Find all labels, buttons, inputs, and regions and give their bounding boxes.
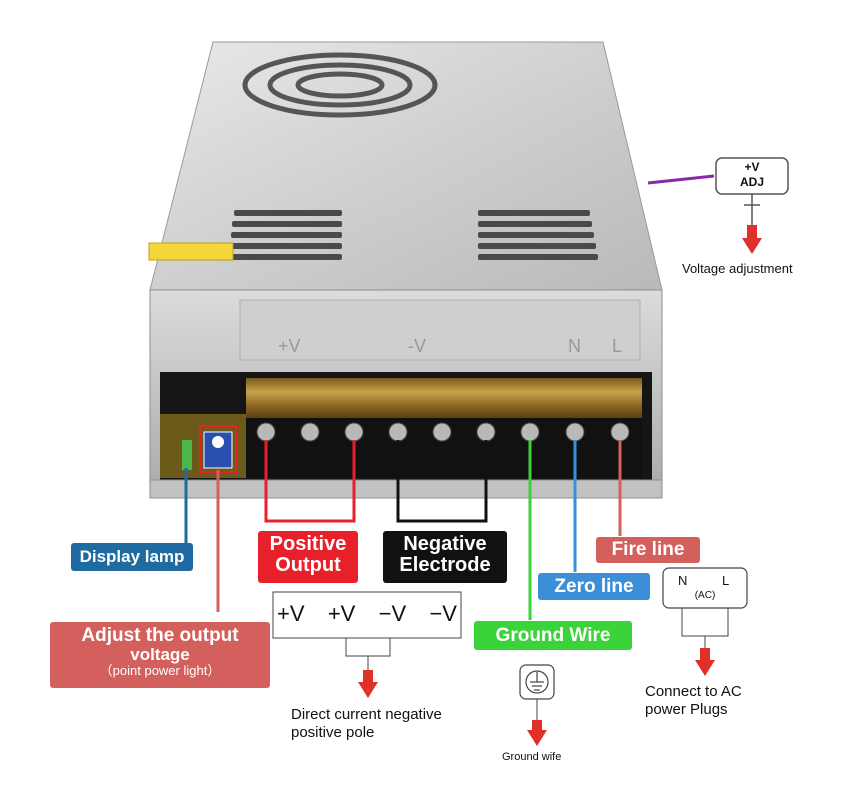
dc-terminal-2: +V <box>327 601 356 626</box>
ac-n: N <box>678 573 688 588</box>
ground-arrow <box>527 699 547 746</box>
adj-line1: +V <box>744 160 760 174</box>
positive-leader <box>264 440 356 523</box>
mark-v-minus: -V <box>408 336 426 356</box>
voltage-potentiometer <box>203 431 233 469</box>
ac-arrow <box>681 608 729 676</box>
yellow-sticker <box>148 242 234 261</box>
zero-line-label: Zero line <box>538 573 650 600</box>
voltage-adjustment-caption: Voltage adjustment <box>682 261 793 276</box>
adjust-output-line3: （point power light） <box>99 662 221 678</box>
dc-terminal-box <box>272 591 462 639</box>
positive-output-label: Positive Output <box>258 531 358 583</box>
adjust-output-line2: voltage <box>130 644 190 664</box>
mark-l: L <box>612 336 623 356</box>
fan-grille <box>242 52 438 118</box>
negative-electrode-line2: Electrode <box>399 554 491 576</box>
dc-caption-line1: Direct current negative <box>291 706 442 723</box>
display-lamp-led <box>182 440 192 470</box>
vent-right <box>478 210 598 260</box>
ground-wire-label: Ground Wire <box>474 621 632 650</box>
dc-arrow <box>345 638 391 698</box>
terminal-screws <box>256 422 630 442</box>
display-lamp-label: Display lamp <box>71 543 193 571</box>
terminal-cover <box>246 378 642 418</box>
vent-left <box>229 210 342 260</box>
adjust-output-line1: Adjust the output <box>81 625 239 646</box>
dc-terminal-4: −V <box>429 601 457 626</box>
ground-symbol-icon <box>525 670 549 694</box>
ac-caption-line2: power Plugs <box>645 701 728 718</box>
ground-caption: Ground wife <box>502 751 562 763</box>
negative-leader <box>396 440 488 523</box>
ac-box <box>662 567 748 609</box>
marks-strip <box>239 299 641 361</box>
ac-label: (AC) <box>694 590 716 601</box>
positive-output-line1: Positive <box>269 533 347 555</box>
dc-terminal-labels: +V +V −V −V <box>277 601 457 627</box>
adj-arrow <box>742 194 762 254</box>
fire-line-label: Fire line <box>596 537 700 563</box>
dc-terminal-3: −V <box>378 601 407 626</box>
adj-leader <box>647 174 715 185</box>
dc-terminal-1: +V <box>277 601 305 626</box>
adj-line2: ADJ <box>739 175 764 189</box>
case-bottom-lip <box>149 479 663 499</box>
negative-electrode-label: Negative Electrode <box>383 531 507 583</box>
mark-n: N <box>568 336 581 356</box>
positive-output-line2: Output <box>275 554 341 576</box>
negative-electrode-line1: Negative <box>403 533 487 555</box>
dc-caption-line2: positive pole <box>291 724 375 741</box>
ac-l: L <box>722 573 730 588</box>
adjust-output-label: Adjust the output voltage （point power l… <box>50 622 270 688</box>
mark-v-plus: +V <box>278 336 301 356</box>
ac-caption-line1: Connect to AC <box>645 683 742 700</box>
